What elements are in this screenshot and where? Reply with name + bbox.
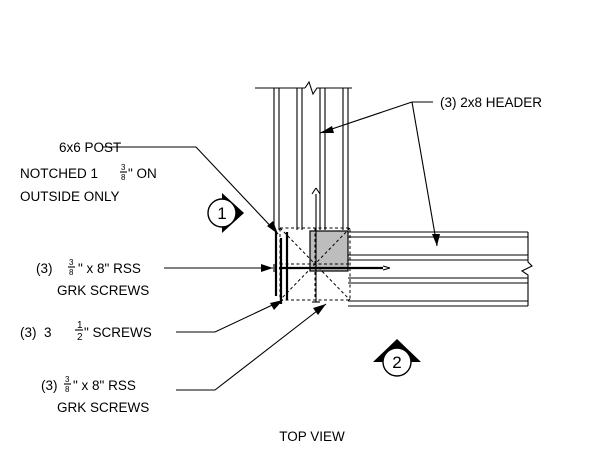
post-notch-frac-den: 8	[121, 173, 126, 182]
horizontal-header	[348, 231, 533, 307]
section-marker-2: 2	[373, 339, 421, 377]
leaders	[102, 101, 440, 391]
rss2-pre: (3)	[41, 378, 58, 393]
screws-pre: (3) 3	[20, 325, 52, 340]
marker-1-label: 1	[217, 204, 226, 223]
screws-frac-den: 2	[77, 332, 83, 343]
screws-post: " SCREWS	[84, 325, 152, 340]
rss1-line2: GRK SCREWS	[57, 283, 149, 298]
rss1-post: " x 8" RSS	[78, 261, 141, 276]
post-label-line2-pre: NOTCHED 1	[20, 166, 98, 181]
rss2-frac-num: 3	[65, 375, 70, 384]
post-label-line2-post: " ON	[128, 166, 157, 181]
marker-2-label: 2	[392, 353, 401, 372]
rss1-frac-den: 8	[69, 268, 74, 277]
header-label: (3) 2x8 HEADER	[440, 95, 542, 110]
rss2-post: " x 8" RSS	[73, 378, 136, 393]
vertical-header	[255, 80, 352, 230]
screws-frac-num: 1	[77, 320, 83, 331]
rss2-line2: GRK SCREWS	[57, 400, 149, 415]
view-title: TOP VIEW	[279, 429, 345, 444]
section-marker-1: 1	[207, 193, 244, 233]
post-label-line3: OUTSIDE ONLY	[20, 189, 120, 204]
rss2-frac-den: 8	[65, 385, 70, 394]
screws	[273, 187, 391, 304]
post-notch-frac-num: 3	[121, 163, 126, 172]
rss1-pre: (3)	[36, 261, 53, 276]
post-label-line1: 6x6 POST	[59, 140, 121, 155]
rss1-frac-num: 3	[69, 258, 74, 267]
post-6x6	[279, 227, 351, 301]
